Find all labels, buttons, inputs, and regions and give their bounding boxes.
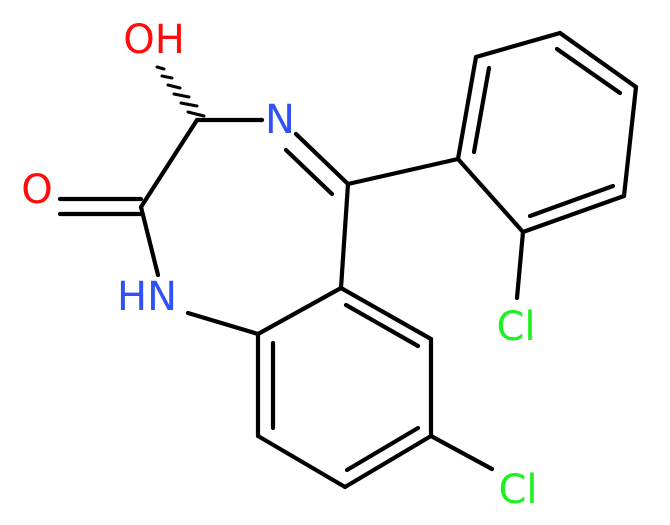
bond-n4-c5 (293, 131, 351, 187)
bond-c8-c9 (255, 433, 348, 490)
bond-c7-c8 (342, 433, 434, 490)
bond-c6p-c1p (455, 54, 479, 162)
bond-c7-c8-double (344, 425, 421, 473)
bond-c5p-c6p (473, 30, 563, 60)
hash-3 (172, 92, 191, 99)
bond-n4-c5-double (283, 147, 335, 197)
atom-label-o: O (21, 167, 52, 213)
bond-c6p-c1p-double (471, 65, 492, 155)
hash-5 (160, 74, 174, 80)
bond-c3-c2 (138, 117, 200, 210)
bond-group-core (57, 117, 461, 337)
stereo-hash-wedge (155, 65, 206, 118)
bond-c3p-c4p (621, 84, 639, 199)
bond-c2-n1 (138, 204, 161, 278)
bond-c7-cl (428, 433, 495, 472)
bond-c4p-c5p-double (554, 46, 623, 96)
bond-c5-c5a (338, 181, 351, 291)
bond-c1p-c2p (455, 156, 526, 235)
bond-c5a-c6 (338, 285, 434, 342)
atom-label-cl-phenyl: Cl (496, 304, 535, 350)
bond-n1-c9a (185, 310, 261, 337)
atom-labels: OH O N HN Cl Cl (21, 17, 537, 513)
hash-6 (155, 65, 166, 71)
hash-4 (166, 83, 182, 90)
bond-c2p-c3p (520, 193, 627, 235)
bond-c5a-c6-double (343, 302, 421, 349)
bond-c2p-c3p-double (527, 183, 616, 219)
atom-label-cl-benzo: Cl (498, 467, 537, 513)
hash-1 (186, 110, 206, 118)
bond-c2p-cl (514, 229, 526, 301)
bond-c9a-c5a (255, 285, 344, 337)
bond-c5-c1p (345, 156, 461, 187)
bond-c4p-c5p (557, 30, 639, 90)
hash-2 (179, 101, 199, 108)
bond-group-fused-benzene (255, 285, 495, 490)
atom-label-n4: N (265, 97, 295, 143)
atom-label-oh: OH (123, 17, 185, 63)
atom-label-hn: HN (117, 274, 177, 320)
bond-group-chlorophenyl (455, 30, 639, 301)
